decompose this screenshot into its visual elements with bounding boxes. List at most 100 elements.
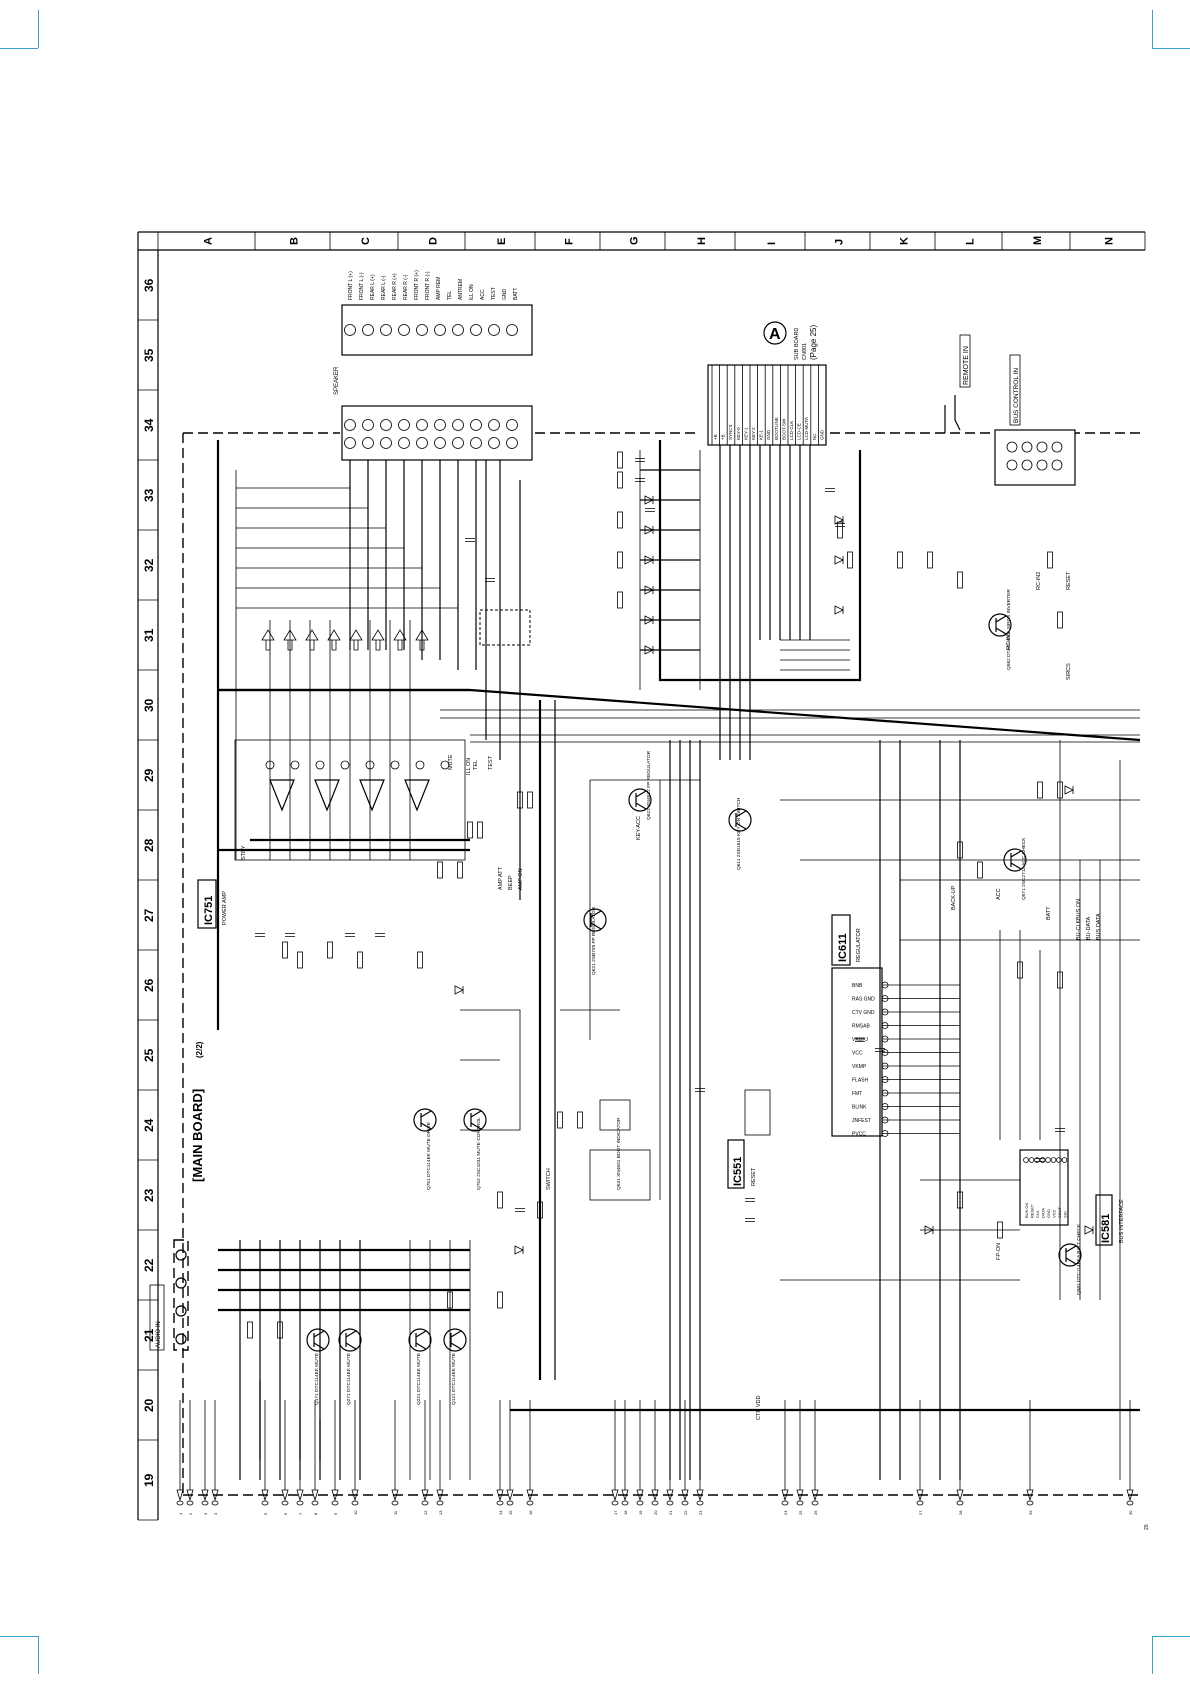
ic581-pin-label: DATA [1041,1208,1046,1218]
speaker-pin-circle [434,324,446,336]
capacitor [825,488,835,492]
edge-terminal-label: 29 [1028,1510,1033,1515]
speaker-pin-label: REAR R (-) [403,274,409,300]
net-label: RESET [1066,571,1072,590]
output-arrow [305,629,319,651]
sub-board-pin-label: GND [819,429,824,440]
edge-terminal-label: 21 [668,1510,673,1515]
amp-channel-symbol [359,779,385,812]
capacitor [515,1208,525,1212]
net-label: FP-ON [996,1243,1002,1260]
ic611-pin-label: FLASH [852,1078,869,1084]
output-arrow [393,629,407,651]
crop-mark-bottom-right-v [1152,1636,1153,1674]
capacitor [745,1198,755,1202]
resistor [557,1111,563,1129]
transistor-label-q582: Q582 DTA114EKA SIRCS INVERTER [1006,589,1012,670]
capacitor [855,1038,865,1042]
net-label: BUS ON [1076,899,1082,920]
capacitor [875,1048,885,1052]
capacitor [635,458,645,462]
resistor [617,511,623,529]
amp-pin-circle [440,760,450,770]
capacitor [835,523,845,527]
transistor-symbol [988,613,1012,637]
amp-channel-symbol [269,779,295,812]
column-label: H [696,237,708,245]
net-label: AMP ATT [498,866,504,890]
ic581-pin-label: VCC [1052,1209,1057,1218]
speaker-pin-label: ANTREM [458,279,464,300]
speaker-pin-circle [416,437,428,449]
amp-pin-circle [390,760,400,770]
transistor-label-q571: Q571 2SC2712 ACC CHECK [1021,837,1027,900]
resistor [477,821,483,839]
resistor [957,571,963,589]
column-label: L [965,238,977,245]
speaker-pin-circle [380,419,392,431]
audio-in-connector: AUDIO IN [149,1239,189,1351]
connector-a-marker [763,321,787,345]
edge-terminal-label: 20 [653,1510,658,1515]
board-sheet-text: (2/2) [195,1041,204,1058]
speaker-pin-label: REAR R (+) [392,273,398,300]
transistor-label-q622: Q622 XN4E12 FP REGULATOR [646,750,652,820]
resistor [1057,971,1063,989]
column-label: G [629,236,641,245]
transistor-label-q171: Q171 DTC114EK MUTE [314,1353,320,1405]
resistor [417,951,423,969]
bus-pin-circle [1006,459,1018,471]
speaker-pin-circle [362,419,374,431]
net-label: SIRCS [1066,663,1072,680]
ic581-desc: BUS INTERFACE [1119,1199,1125,1243]
ic581-pin-label: BUS ON [1024,1203,1029,1218]
column-label: I [766,242,778,245]
ic611-pin-label: RAS GND [852,997,875,1003]
resistor [957,841,963,859]
bus-pin-circle [1006,441,1018,453]
resistor [617,451,623,469]
net-label: AMP ON [518,868,524,890]
edge-terminal-label: 7 [298,1512,303,1515]
speaker-pin-label: REAR L (+) [370,274,376,300]
edge-terminal-label: 5 [263,1512,268,1515]
output-arrow [261,629,275,651]
speaker-pin-circle [362,437,374,449]
amp-pin-circle [415,760,425,770]
ic751-name: IC751 [203,896,215,925]
bus-control-label: BUS CONTROL IN [1013,368,1020,423]
ic551-name: IC551 [732,1157,744,1186]
net-label: BU-CLK [1076,919,1082,940]
speaker-pin-circle [398,419,410,431]
column-label: F [564,238,576,245]
edge-terminal-label: 1 [178,1512,183,1515]
bus-pin-circle [1021,459,1033,471]
speaker-pin-circle [344,437,356,449]
speaker-pin-label: FRONT R (-) [425,271,431,300]
resistor [497,1291,503,1309]
row-label: 29 [142,768,156,782]
edge-terminal-label: 18 [623,1510,628,1515]
transistor-symbol [1058,1243,1082,1267]
resistor [327,941,333,959]
resistor [1017,961,1023,979]
edge-terminal-label: 22 [683,1510,688,1515]
speaker-pin-circle [434,419,446,431]
speaker-pin-label: GND [502,289,508,301]
speaker-pin-circle [344,419,356,431]
transistor-symbol [463,1108,487,1132]
remote-in-label: REMOTE IN [963,346,970,385]
diode [454,985,464,995]
diode [1064,785,1074,795]
sub-board-pin-label: BOOTLINE [774,417,779,440]
edge-terminal-label: 9 [333,1512,338,1515]
edge-terminal-label: 24 [783,1510,788,1515]
edge-terminal-label: 16 [528,1510,533,1515]
edge-terminal-label: 3 [203,1512,208,1515]
audio-in-label: AUDIO IN [156,1321,162,1348]
resistor [997,1221,1003,1239]
resistor [537,1201,543,1219]
